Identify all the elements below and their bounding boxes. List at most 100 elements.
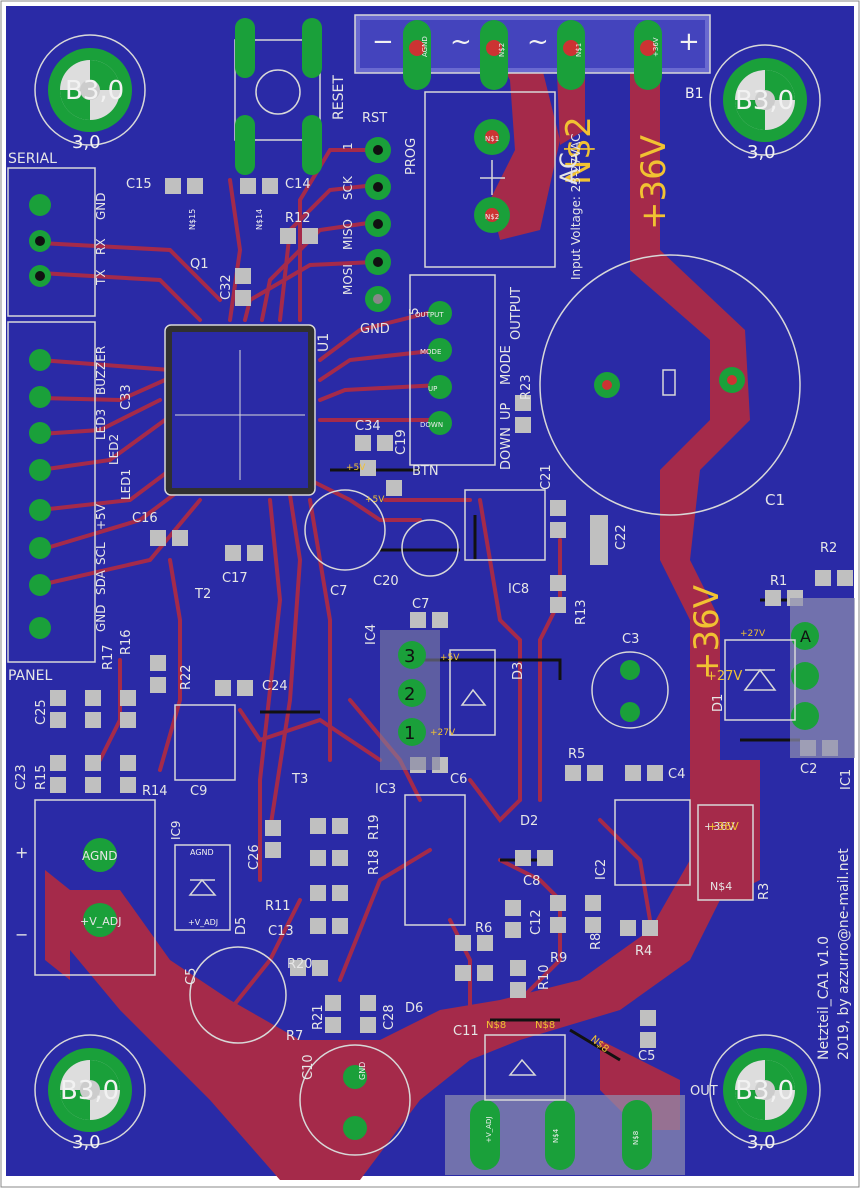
hole-label: B3,0 [735,1076,794,1106]
designator: R4 [635,944,652,959]
btn-label-output: OUTPUT [509,287,524,340]
label-reset: RESET [331,75,347,120]
serial-pin-gnd: GND [94,192,108,220]
designator: R1 [770,574,787,589]
designator: T2 [194,587,211,602]
designator: IC4 [364,624,379,645]
designator: C23 [14,764,29,790]
input-voltage-note: Input Voltage: 23-27VAC [569,134,583,280]
prog-pin-gnd: GND [360,322,390,337]
designator: R18 [367,849,382,875]
header-title-btn: BTN [412,464,439,479]
designator: R12 [285,211,311,226]
pad-label: N$4 [710,880,732,893]
designator: C21 [539,464,554,490]
diode-d5 [174,844,231,931]
designator-c1: C1 [765,491,785,509]
designator: C19 [394,429,409,455]
panel-pin-led3: LED3 [94,409,108,440]
large-net-labels: N$2 AC +36V +36V +27V Input Voltage: 23-… [555,116,742,684]
prog-pin-rst: RST [362,111,387,126]
prog-pin-miso: MISO [341,219,355,250]
panel-header: PANEL BUZZER LED3 LED2 LED1 +5V SCL SDA … [7,321,133,684]
pad-label: N$4 [552,1128,560,1143]
header-title-prog: PROG [404,138,419,175]
pad-label: N$8 [535,1020,555,1031]
serial-pin-tx: TX [94,269,108,286]
hole-ref-b1: B1 [685,86,704,102]
designator: C6 [450,772,467,787]
designator: C33 [119,384,134,410]
microcontroller-u1: U1 [164,324,332,496]
ic3-footprint [404,794,466,926]
ic1-pin-a: A [800,627,811,646]
smd-components [50,178,853,1048]
designator: D3 [511,662,526,680]
panel-pin-buzzer: BUZZER [94,346,108,395]
transistor-t1: OUT [445,1084,718,1175]
hole-label: B3,0 [735,86,794,116]
designator: R7 [286,1029,303,1044]
designator: C8 [523,874,540,889]
hole-size: 3,0 [72,132,101,153]
prog-pin1: 1 [341,142,355,150]
ic8-footprint [464,489,546,561]
pad-label: N$14 [255,209,264,230]
designator: C14 [285,177,311,192]
prog-pin-mosi: MOSI [341,264,355,295]
panel-pin-5v: +5V [94,503,108,530]
designator: R5 [568,747,585,762]
btn-pad-output: OUTPUT [415,311,444,319]
pad-label: N$1 [575,43,583,57]
pad-label: AGND [82,849,118,863]
pad-label: +27V [740,629,766,639]
designator: R6 [475,921,492,936]
designator: D1 [711,694,726,712]
designator: R13 [574,599,589,625]
header-title-serial: SERIAL [8,151,57,167]
pad-label: +27V [430,728,456,738]
connector-ac1: ~ [450,27,472,57]
designator-t1: OUT [690,1084,718,1099]
ic4-pin2: 2 [404,684,415,705]
mounting-holes: B3,0 3,0 B3,0 B1 3,0 B3,0 3,0 [34,34,821,1153]
designator: C9 [190,784,207,799]
pad-label: AGND [421,36,429,57]
designator: D2 [520,814,538,829]
ic-footprints: 3 2 1 [174,489,691,926]
pad-label: +5V [440,653,460,663]
pad-label: N$2 [498,43,506,57]
net-label-36v-top: +36V [634,135,674,230]
ic9-footprint [174,704,236,781]
hole-label: B3,0 [60,1076,119,1106]
pad-label: +5V [346,463,366,473]
panel-pin-gnd: GND [94,604,108,632]
ic1-regulator: A [790,598,855,758]
designator: D6 [405,1001,423,1016]
designator: C2 [800,762,817,777]
pad-label: +36V [652,37,660,57]
pad-label: N$1 [485,135,499,143]
ic4-pin3: 3 [404,646,415,667]
pad-label: +V_ADJ [188,918,218,927]
designator: C13 [268,924,294,939]
out-plus: + [15,843,28,862]
serial-pin-rx: RX [94,238,108,255]
net-label-ns2: N$2 [559,116,599,185]
pad-label: +V_ADJ [80,915,121,928]
designator-out: IC9 [169,820,183,840]
hole-size: 3,0 [747,1132,776,1153]
designator: IC8 [508,582,529,597]
pad-label: N$2 [485,213,499,221]
designator: R10 [537,964,552,990]
designator: C20 [373,574,399,589]
designator: IC1 [839,769,854,790]
designator: R22 [179,664,194,690]
connector-plus: + [678,27,700,57]
label-ac: AC [555,152,583,185]
designator: C4 [668,767,685,782]
pad-label: N$8 [632,1131,640,1145]
designator: R20 [287,957,313,972]
designator-u1: U1 [316,333,332,352]
